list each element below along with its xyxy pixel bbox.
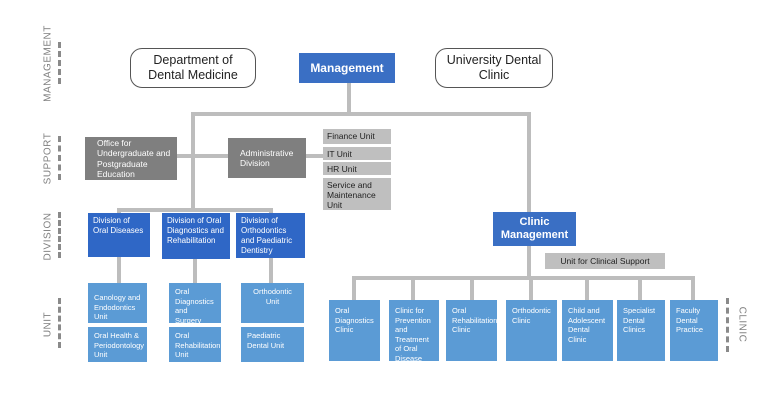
clinic-label: CLINIC bbox=[736, 306, 748, 343]
university-clinic-box: University Dental Clinic bbox=[435, 48, 553, 88]
cariology-unit-box: Canology and Endodontics Unit bbox=[88, 283, 147, 323]
clinic-box: Child and Adolescent Dental Clinic bbox=[562, 300, 613, 361]
division-oral-diseases: Division of Oral Diseases bbox=[88, 213, 150, 257]
clinic-dash bbox=[726, 298, 729, 352]
clinical-support-unit-box: Unit for Clinical Support bbox=[545, 253, 665, 269]
connector-clinic5-drop bbox=[585, 276, 589, 300]
division-dash bbox=[58, 212, 61, 258]
connector-clinic6-drop bbox=[638, 276, 642, 300]
clinic-box: Oral Rehabilitation Clinic bbox=[446, 300, 497, 361]
support-dash bbox=[58, 136, 61, 180]
paediatric-dental-unit-box: Paediatric Dental Unit bbox=[241, 327, 304, 362]
connector-top-horizontal bbox=[191, 112, 531, 116]
orthodontic-unit-box: Orthodontic Unit bbox=[241, 283, 304, 323]
connector-clinic4-drop bbox=[529, 276, 533, 300]
clinic-box: Oral Diagnostics Clinic bbox=[329, 300, 380, 361]
connector-left-vertical bbox=[191, 112, 195, 212]
connector-clinic1-drop bbox=[352, 276, 356, 300]
connector-right-vertical bbox=[527, 112, 531, 212]
unit-label: UNIT bbox=[42, 311, 54, 338]
clinic-box: Faculty Dental Practice bbox=[670, 300, 718, 361]
connector-div1-drop bbox=[117, 208, 121, 214]
administrative-division-box: Administrative Division bbox=[228, 138, 306, 178]
connector-clinic7-drop bbox=[691, 276, 695, 300]
clinic-box: Orthodontic Clinic bbox=[506, 300, 557, 361]
division-orthodontics: Division of Orthodontics and Paediatric … bbox=[236, 213, 305, 258]
it-unit-box: IT Unit bbox=[323, 147, 391, 160]
service-maintenance-unit-box: Service and Maintenance Unit bbox=[323, 178, 391, 210]
connector-clinic2-drop bbox=[411, 276, 415, 300]
department-box: Department of Dental Medicine bbox=[130, 48, 256, 88]
clinic-box: Clinic for Prevention and Treatment of O… bbox=[389, 300, 439, 363]
division-oral-diagnostics: Division of Oral Diagnostics and Rehabil… bbox=[162, 213, 230, 259]
clinic-management-box: Clinic Management bbox=[493, 212, 576, 246]
connector-clinics-horizontal bbox=[352, 276, 695, 280]
division-label: DIVISION bbox=[42, 212, 54, 261]
clinic-box: Specialist Dental Clinics bbox=[617, 300, 665, 361]
oral-rehabilitation-unit-box: Oral Rehabilitation Unit bbox=[169, 327, 221, 362]
connector-clinic3-drop bbox=[470, 276, 474, 300]
unit-dash bbox=[58, 298, 61, 348]
connector-div3-units bbox=[269, 258, 273, 283]
connector-div2-units bbox=[193, 259, 197, 283]
connector-mgmt-trunk bbox=[347, 82, 351, 114]
oral-surgery-unit-box: Oral Diagnostics and Surgery Unit bbox=[169, 283, 221, 334]
hr-unit-box: HR Unit bbox=[323, 162, 391, 175]
management-label: MANAGEMENT bbox=[42, 25, 54, 102]
education-office-box: Office for Undergraduate and Postgraduat… bbox=[85, 137, 177, 180]
oral-health-unit-box: Oral Health & Periodontology Unit bbox=[88, 327, 147, 362]
connector-div3-drop bbox=[269, 208, 273, 214]
connector-div1-units bbox=[117, 257, 121, 283]
management-dash bbox=[58, 42, 61, 84]
connector-division-horizontal bbox=[117, 208, 273, 212]
connector-clinic-mgmt-down bbox=[527, 246, 531, 278]
finance-unit-box: Finance Unit bbox=[323, 129, 391, 144]
management-box: Management bbox=[299, 53, 395, 83]
support-label: SUPPORT bbox=[42, 132, 54, 185]
